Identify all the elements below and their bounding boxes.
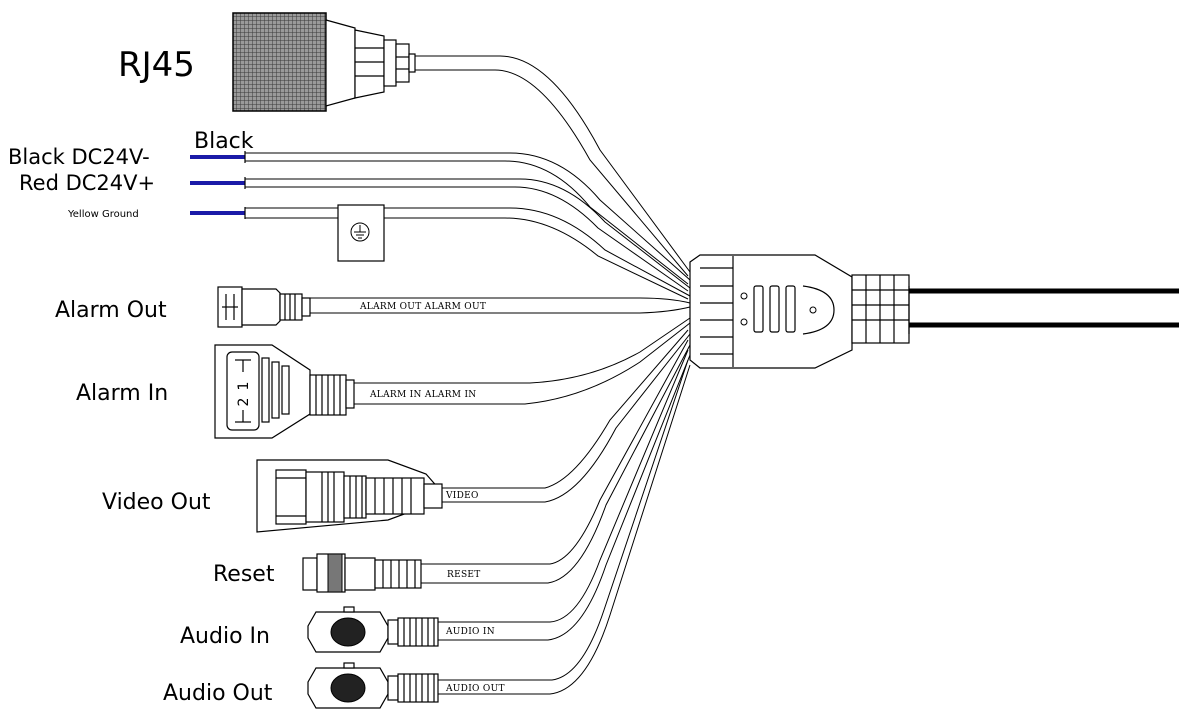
- alarm-in-connector: 1 2: [214, 344, 355, 439]
- video-out-label: Video Out: [102, 490, 211, 515]
- ground-wire-yellow: [190, 207, 246, 219]
- red-dc-label: Red DC24V+: [19, 171, 155, 195]
- video-out-connector: [256, 459, 443, 533]
- audio-out-connector: [307, 662, 439, 709]
- alarm-out-cable-text: ALARM OUT ALARM OUT: [359, 302, 486, 312]
- black-dc-label: Black DC24V-: [8, 145, 150, 169]
- audio-in-cable-text: AUDIO IN: [445, 627, 495, 637]
- alarm-in-label: Alarm In: [76, 381, 168, 406]
- cable-bundle: [245, 55, 691, 695]
- yellow-ground-label: Yellow Ground: [67, 209, 139, 220]
- alarm-out-label: Alarm Out: [55, 298, 167, 323]
- video-cable-text: VIDEO: [445, 491, 479, 501]
- reset-connector: [302, 553, 422, 593]
- audio-in-connector: [307, 606, 439, 653]
- audio-in-label: Audio In: [180, 624, 270, 649]
- audio-out-cable-text: AUDIO OUT: [445, 684, 505, 694]
- power-wire-red: [190, 177, 246, 189]
- rj45-label: RJ45: [118, 45, 195, 85]
- audio-out-label: Audio Out: [163, 681, 273, 706]
- rj45-connector: [232, 12, 416, 112]
- reset-label: Reset: [213, 562, 275, 587]
- black-top-label: Black: [194, 129, 254, 154]
- alarm-pin-2: 2: [236, 398, 252, 407]
- main-output-cable: [909, 288, 1179, 328]
- cable-hub: [689, 254, 910, 369]
- ground-terminal: [337, 204, 385, 262]
- reset-cable-text: RESET: [447, 570, 481, 580]
- alarm-pin-1: 1: [236, 382, 252, 391]
- alarm-out-connector: [217, 286, 311, 328]
- alarm-in-cable-text: ALARM IN ALARM IN: [369, 390, 476, 400]
- ground-icon: [350, 222, 370, 242]
